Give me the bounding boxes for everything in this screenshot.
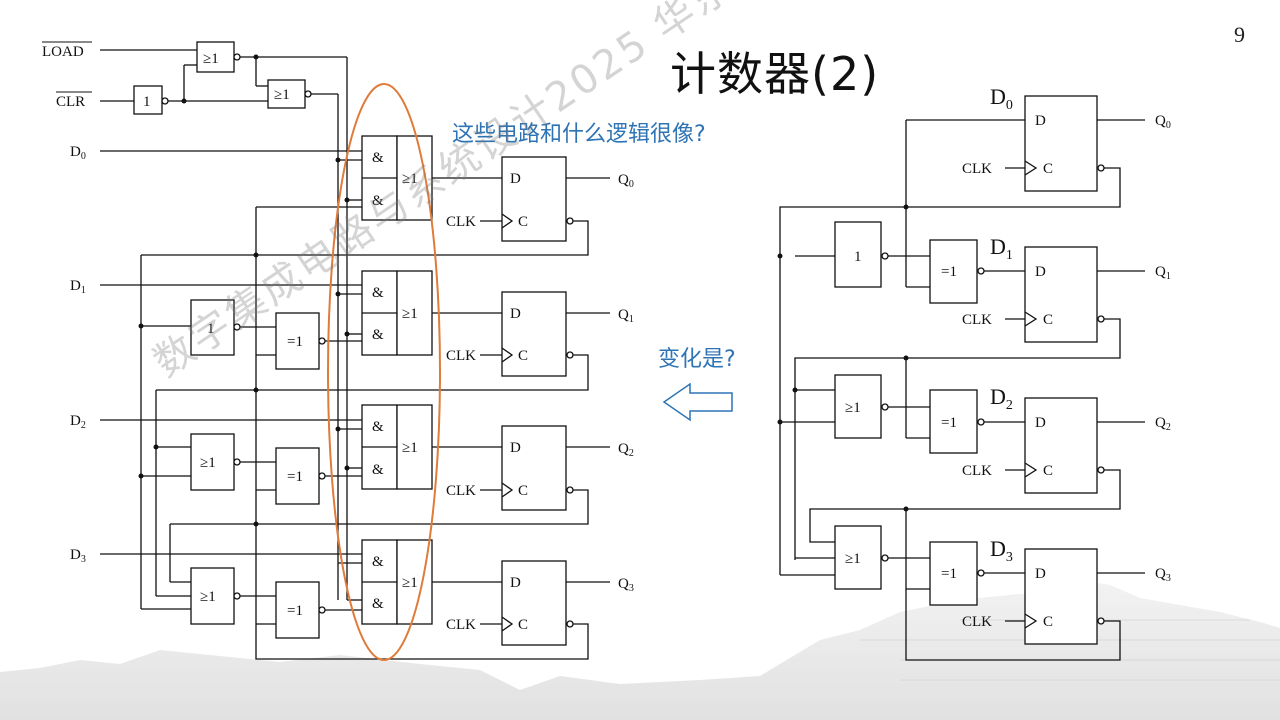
right-q2-label: Q2 (1155, 415, 1171, 433)
and-label: & (372, 150, 384, 166)
clr-not-label: 1 (143, 94, 151, 110)
ff-d-label: D (510, 575, 521, 591)
xor-label: =1 (941, 566, 957, 582)
clk-label: CLK (446, 617, 476, 633)
clk-label: CLK (446, 483, 476, 499)
xor-label: =1 (287, 603, 303, 619)
ff-c-label: C (518, 348, 528, 364)
clk-label: CLK (962, 463, 992, 479)
right-circuit (779, 95, 1145, 661)
xor-label: =1 (941, 415, 957, 431)
or-label: ≥1 (402, 440, 418, 456)
and-label: & (372, 554, 384, 570)
or-label: ≥1 (402, 306, 418, 322)
ff-d-label: D (510, 306, 521, 322)
left-arrow-icon (662, 382, 733, 422)
right-q3-label: Q3 (1155, 566, 1171, 584)
or-label: ≥1 (845, 551, 861, 567)
clr-or-label: ≥1 (274, 87, 290, 103)
load-or-label: ≥1 (203, 51, 219, 67)
and-label: & (372, 596, 384, 612)
highlight-ellipse (327, 83, 441, 661)
right-q1-label: Q1 (1155, 264, 1171, 282)
ff-c-label: C (1043, 614, 1053, 630)
or-label: ≥1 (402, 575, 418, 591)
left-labels: LOAD CLR D0 D1 D2 D3 ≥1 1 ≥1 & & ≥1 & & … (42, 41, 634, 633)
d2-label: D2 (70, 413, 86, 431)
xor-label: =1 (287, 469, 303, 485)
clr-not-gate (133, 85, 163, 115)
and-label: & (372, 419, 384, 435)
clr-or-gate (267, 79, 306, 109)
stage-2 (100, 390, 610, 525)
and-label: & (372, 462, 384, 478)
stage-3 (100, 524, 610, 660)
ff-c-label: C (518, 214, 528, 230)
right-junctions (777, 204, 909, 512)
ff-d-label: D (1035, 415, 1046, 431)
ff-d-label: D (1035, 566, 1046, 582)
ff-c-label: C (518, 617, 528, 633)
ff-d-label: D (1035, 264, 1046, 280)
question-note-logic: 这些电路和什么逻辑很像? (452, 122, 706, 147)
campus-skyline-decoration (0, 580, 1280, 720)
q3-label: Q3 (618, 576, 634, 594)
q2-label: Q2 (618, 441, 634, 459)
clk-label: CLK (446, 214, 476, 230)
and-label: & (372, 285, 384, 301)
clk-label: CLK (962, 312, 992, 328)
ff-c-label: C (518, 483, 528, 499)
clr-label: CLR (56, 94, 85, 110)
right-d1-label: D1 (990, 234, 1013, 263)
clk-label: CLK (962, 161, 992, 177)
ff-d-label: D (510, 440, 521, 456)
clk-label: CLK (962, 614, 992, 630)
q0-label: Q0 (618, 172, 634, 190)
q1-label: Q1 (618, 307, 634, 325)
load-label: LOAD (42, 44, 84, 60)
d0-label: D0 (70, 144, 86, 162)
right-d2-label: D2 (990, 384, 1013, 413)
and-label: & (372, 327, 384, 343)
d1-label: D1 (70, 278, 86, 296)
ff-c-label: C (1043, 312, 1053, 328)
question-note-change: 变化是? (658, 347, 736, 372)
page-number: 9 (1234, 22, 1245, 47)
right-labels: D0 D1 D2 D3 D C CLK D C CLK D C CLK D C … (845, 84, 1171, 630)
not-label: 1 (207, 321, 215, 337)
stage-1 (100, 255, 610, 391)
right-q0-label: Q0 (1155, 113, 1171, 131)
and-label: & (372, 193, 384, 209)
right-d3-label: D3 (990, 536, 1013, 565)
slide-title: 计数器(2) (670, 47, 880, 101)
xor-label: =1 (287, 334, 303, 350)
or-label: ≥1 (845, 400, 861, 416)
ff-c-label: C (1043, 161, 1053, 177)
ff-d-label: D (510, 171, 521, 187)
clk-label: CLK (446, 348, 476, 364)
xor-label: =1 (941, 264, 957, 280)
left-junctions (138, 54, 350, 527)
or-label: ≥1 (402, 171, 418, 187)
or-label: ≥1 (200, 589, 216, 605)
d3-label: D3 (70, 547, 86, 565)
ff-c-label: C (1043, 463, 1053, 479)
or-label: ≥1 (200, 455, 216, 471)
stage-0 (100, 135, 610, 256)
ff-d-label: D (1035, 113, 1046, 129)
not-label: 1 (854, 249, 862, 265)
load-or-gate (196, 41, 235, 73)
right-d0-label: D0 (990, 84, 1013, 113)
